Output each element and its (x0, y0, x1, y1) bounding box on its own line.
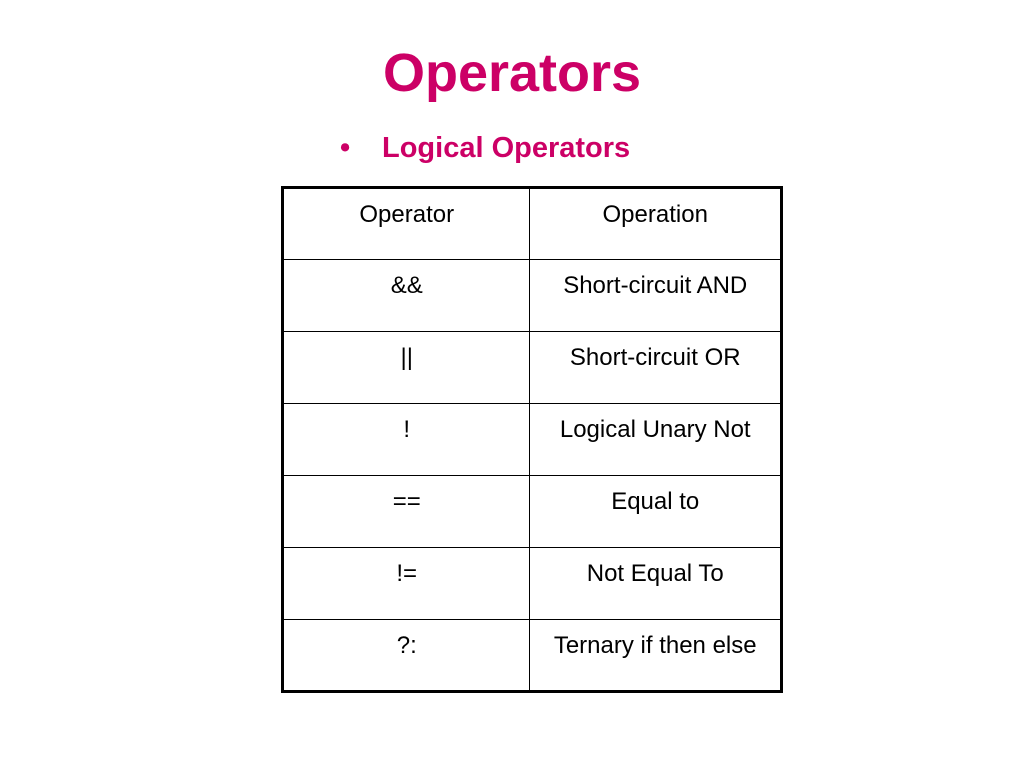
table-row: == Equal to (281, 475, 782, 548)
operation-cell: Logical Unary Not (529, 403, 782, 476)
operation-cell: Short-circuit OR (529, 331, 782, 404)
operators-table: Operator Operation && Short-circuit AND … (281, 186, 783, 693)
bullet-item: • Logical Operators (340, 128, 630, 168)
header-operation: Operation (529, 187, 782, 260)
table-row: ! Logical Unary Not (281, 403, 782, 476)
operation-cell: Equal to (529, 475, 782, 548)
operator-cell: != (281, 547, 531, 620)
header-operator: Operator (281, 187, 531, 260)
operation-cell: Ternary if then else (529, 619, 782, 692)
operator-cell: ?: (281, 619, 531, 692)
operation-cell: Short-circuit AND (529, 259, 782, 332)
bullet-text: Logical Operators (382, 131, 631, 164)
table-row: ?: Ternary if then else (281, 619, 782, 692)
operation-cell: Not Equal To (529, 547, 782, 620)
operator-cell: || (281, 331, 531, 404)
operator-cell: == (281, 475, 531, 548)
slide-title: Operators (382, 43, 642, 103)
table-row: && Short-circuit AND (281, 259, 782, 332)
operator-cell: && (281, 259, 531, 332)
bullet-symbol: • (340, 131, 351, 164)
table-row: || Short-circuit OR (281, 331, 782, 404)
table-row: != Not Equal To (281, 547, 782, 620)
table-header-row: Operator Operation (281, 187, 782, 260)
operator-cell: ! (281, 403, 531, 476)
